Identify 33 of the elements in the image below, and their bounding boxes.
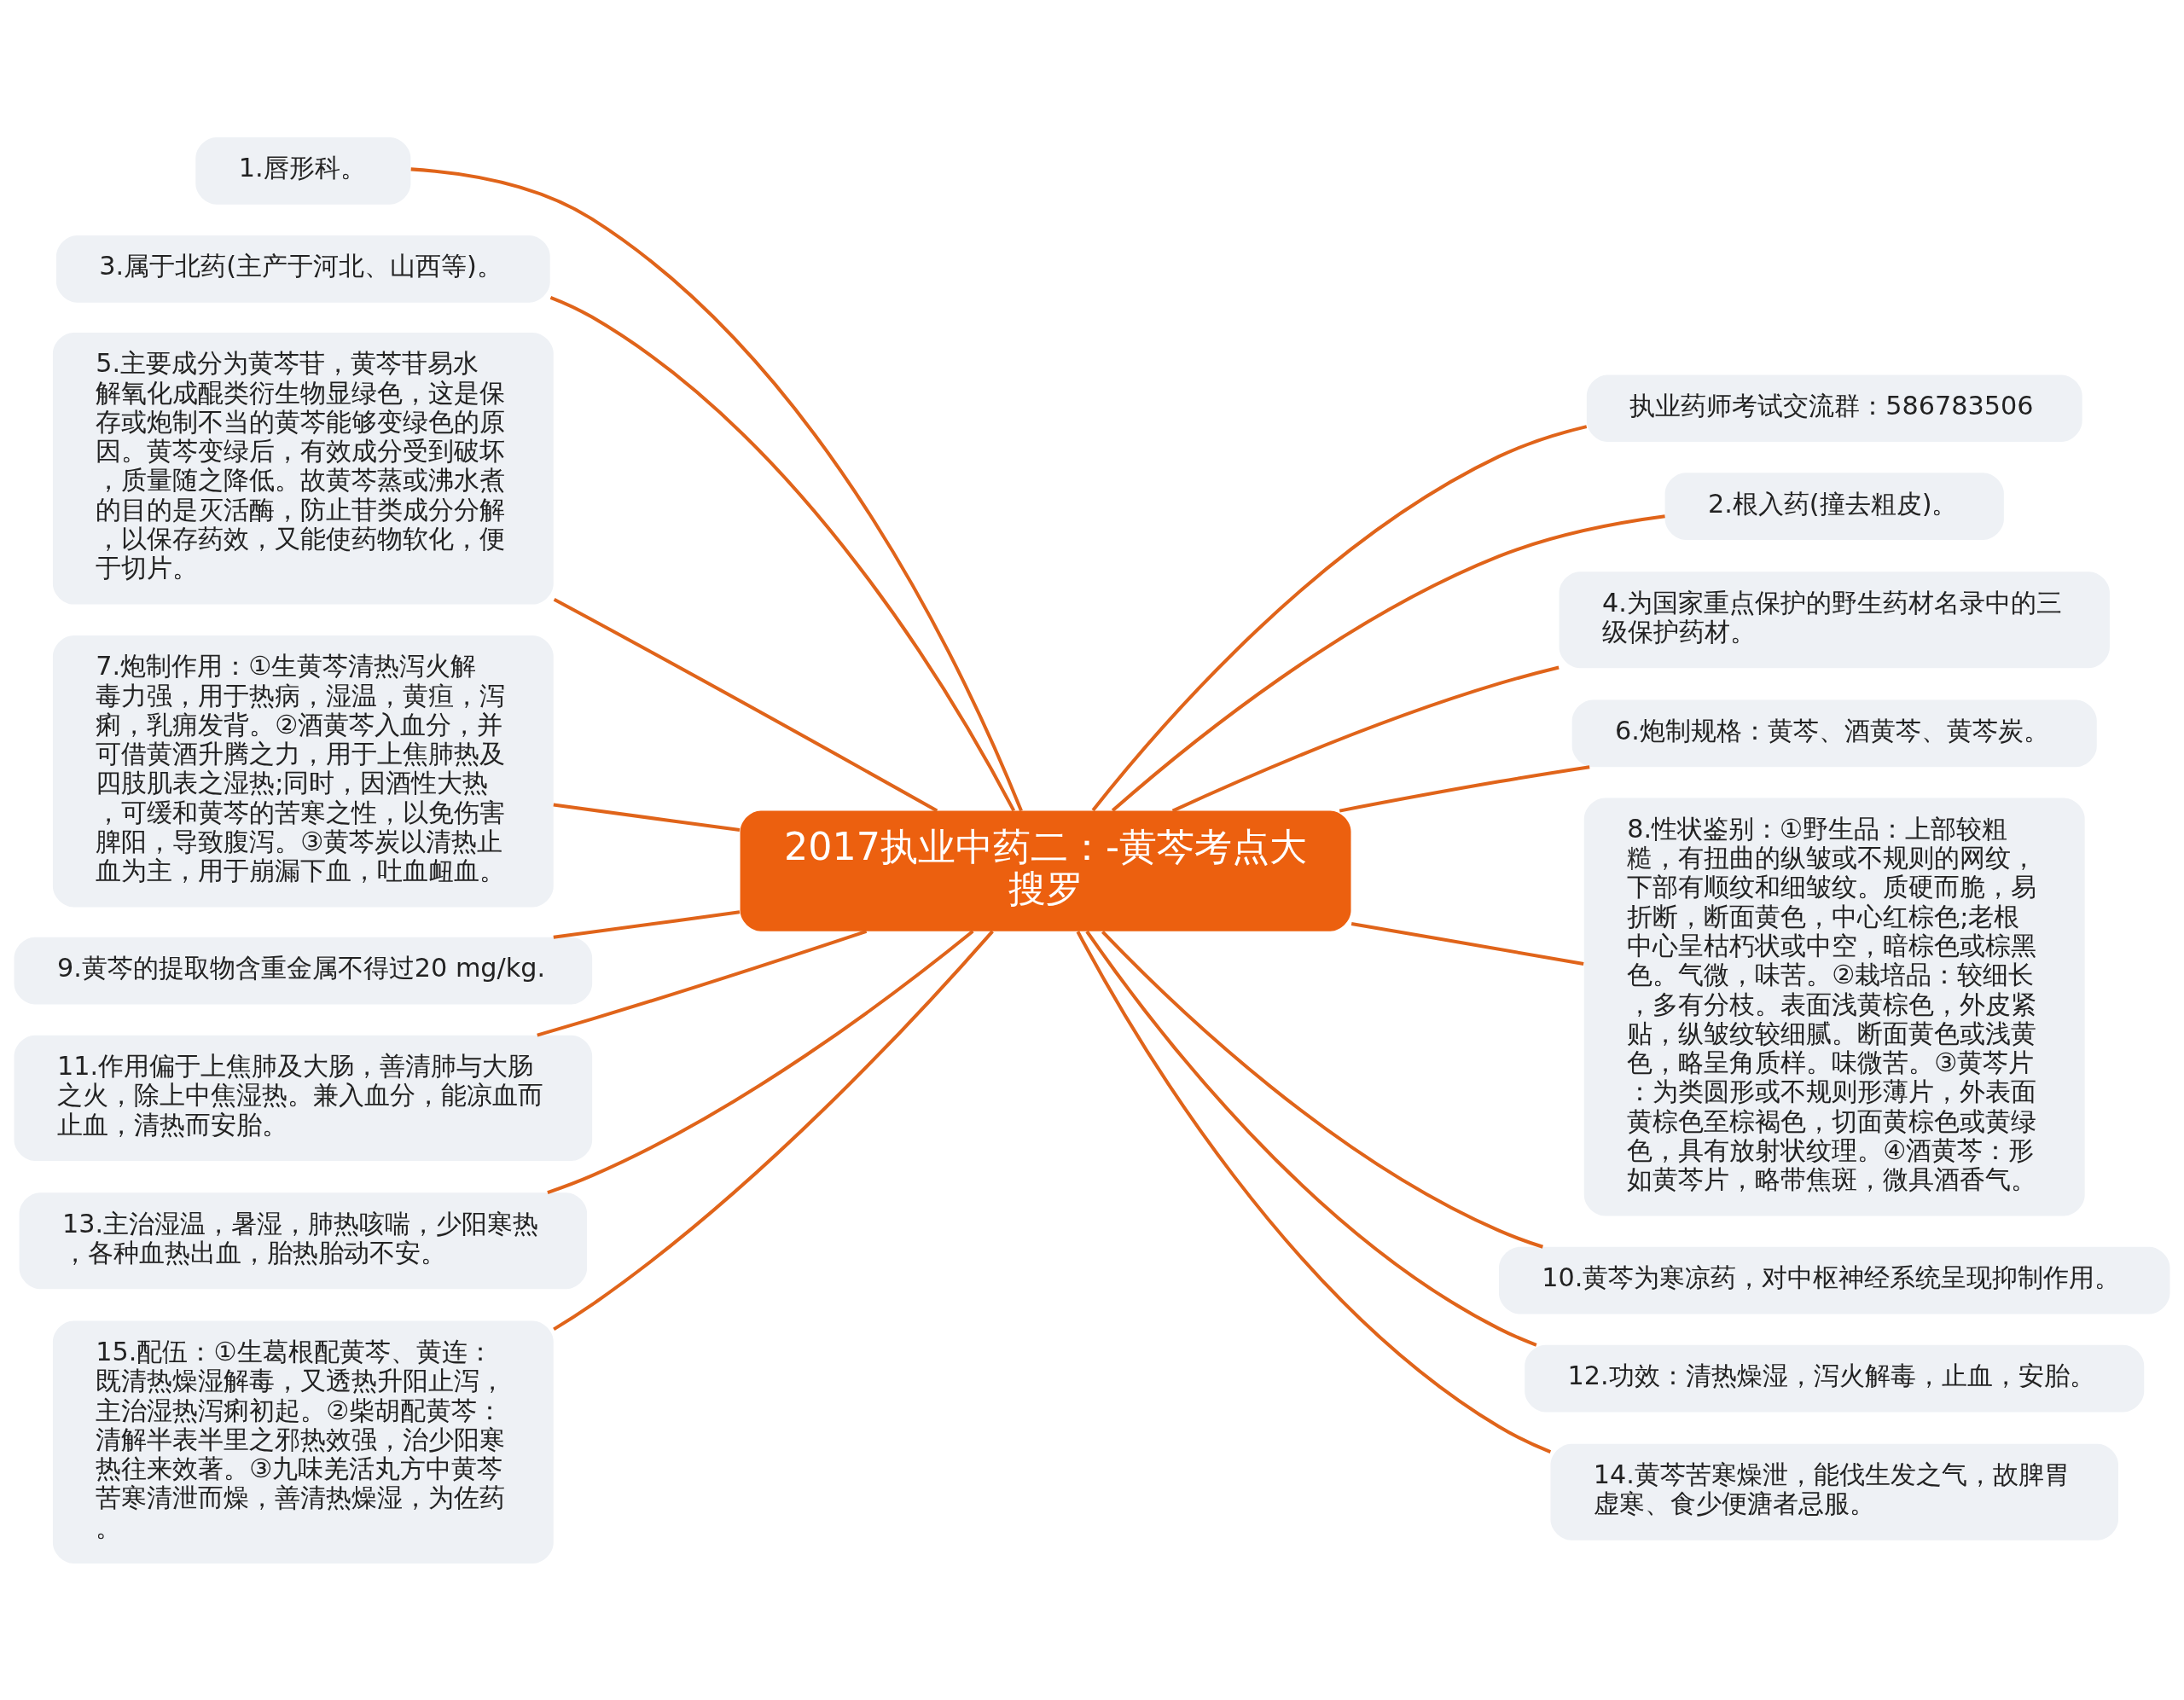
connector bbox=[1111, 513, 1665, 812]
node-box: 3.属于北药(主产于河北、山西等)。 bbox=[55, 235, 550, 303]
node-box: 4.为国家重点保护的野生药材名录中的三级保护药材。 bbox=[1559, 571, 2110, 668]
node-box: 14.黄芩苦寒燥泄，能伐生发之气，故脾胃虚寒、食少便溏者忌服。 bbox=[1550, 1443, 2118, 1540]
connector bbox=[553, 909, 741, 939]
node-box: 2017执业中药二：-黄芩考点大搜罗 bbox=[740, 810, 1351, 931]
node-box: 7.炮制作用：①生黄芩清热泻火解毒力强，用于热病，湿温，黄疸，泻痢，乳痈发背。②酒黄芩入血分，并可借黄酒升腾之力，用于上焦肺热及四肢肌表之湿热;同时，因酒性大热，可缓和黄芩的苦寒之性，以免伤害脾阳，导致腹泻。③黄芩炭以清热止血为主，用于崩漏下血，吐血衄血。 bbox=[52, 635, 554, 908]
connector bbox=[547, 929, 974, 1194]
node-box: 13.主治湿温，暑湿，肺热咳喘，少阳寒热，各种血热出血，胎热胎动不安。 bbox=[19, 1192, 588, 1289]
connector bbox=[1171, 665, 1560, 812]
connector bbox=[553, 803, 741, 832]
connector bbox=[1101, 930, 1543, 1249]
node-box: 6.炮制规格：黄芩、酒黄芩、黄芩炭。 bbox=[1571, 699, 2097, 767]
connector bbox=[1091, 424, 1588, 811]
connector bbox=[1076, 930, 1552, 1453]
node-box: 8.性状鉴别：①野生品：上部较粗糙，有扭曲的纵皱或不规则的网纹，下部有顺纹和细皱纹。质硬而脆，易折断，断面黄色，中心红棕色;老根中心呈枯朽状或中空，暗棕色或棕黑色。气微，味苦。②栽培品：较细长，多有分枝。表面浅黄棕色，外皮紧贴，纵皱纹较细腻。断面黄色或浅黄色，略呈角质样。味微苦。③黄芩片：为类圆形或不规则形薄片，外表面黄棕色至棕褐色，切面黄棕色或黄绿色，具有放射状纹理。④酒黄芩：形如黄芩片，略带焦斑，微具酒香气。 bbox=[1583, 798, 2085, 1216]
node-box: 执业药师考试交流群：586783506 bbox=[1586, 374, 2082, 442]
connector bbox=[1339, 764, 1590, 813]
connector bbox=[1350, 921, 1584, 966]
node-box: 1.唇形科。 bbox=[195, 136, 411, 205]
node-box: 12.功效：清热燥湿，泻火解毒，止血，安胎。 bbox=[1525, 1344, 2145, 1412]
node-box: 5.主要成分为黄芩苷，黄芩苷易水解氧化成醌类衍生物显绿色，这是保存或炮制不当的黄芩能够变绿色的原因。黄芩变绿后，有效成分受到破坏，质量随之降低。故黄芩蒸或沸水煮的目的是灭活酶，防止苷类成分分解，以保存药效，又能使药物软化，便于切片。 bbox=[52, 332, 554, 605]
node-box: 2.根入药(撞去粗皮)。 bbox=[1664, 472, 2004, 540]
node-box: 15.配伍：①生葛根配黄芩、黄连：既清热燥湿解毒，又透热升阳止泻，主治湿热泻痢初起。②柴胡配黄芩：清解半表半里之邪热效强，治少阳寒热往来效著。③九味羌活丸方中黄芩苦寒清泄而燥，善清热燥湿，为佐药。 bbox=[52, 1320, 554, 1564]
connector bbox=[553, 929, 994, 1331]
node-box: 10.黄芩为寒凉药，对中枢神经系统呈现抑制作用。 bbox=[1498, 1246, 2170, 1314]
connector bbox=[549, 295, 1016, 811]
connector bbox=[410, 166, 1023, 811]
node-box: 9.黄芩的提取物含重金属不得过20 mg/kg. bbox=[14, 937, 593, 1004]
connector bbox=[1085, 930, 1537, 1347]
connector bbox=[537, 929, 868, 1036]
connector bbox=[553, 597, 938, 812]
node-box: 11.作用偏于上焦肺及大肠，善清肺与大肠之火，除上中焦湿热。兼入血分，能凉血而止血，清热而安胎。 bbox=[14, 1035, 593, 1161]
